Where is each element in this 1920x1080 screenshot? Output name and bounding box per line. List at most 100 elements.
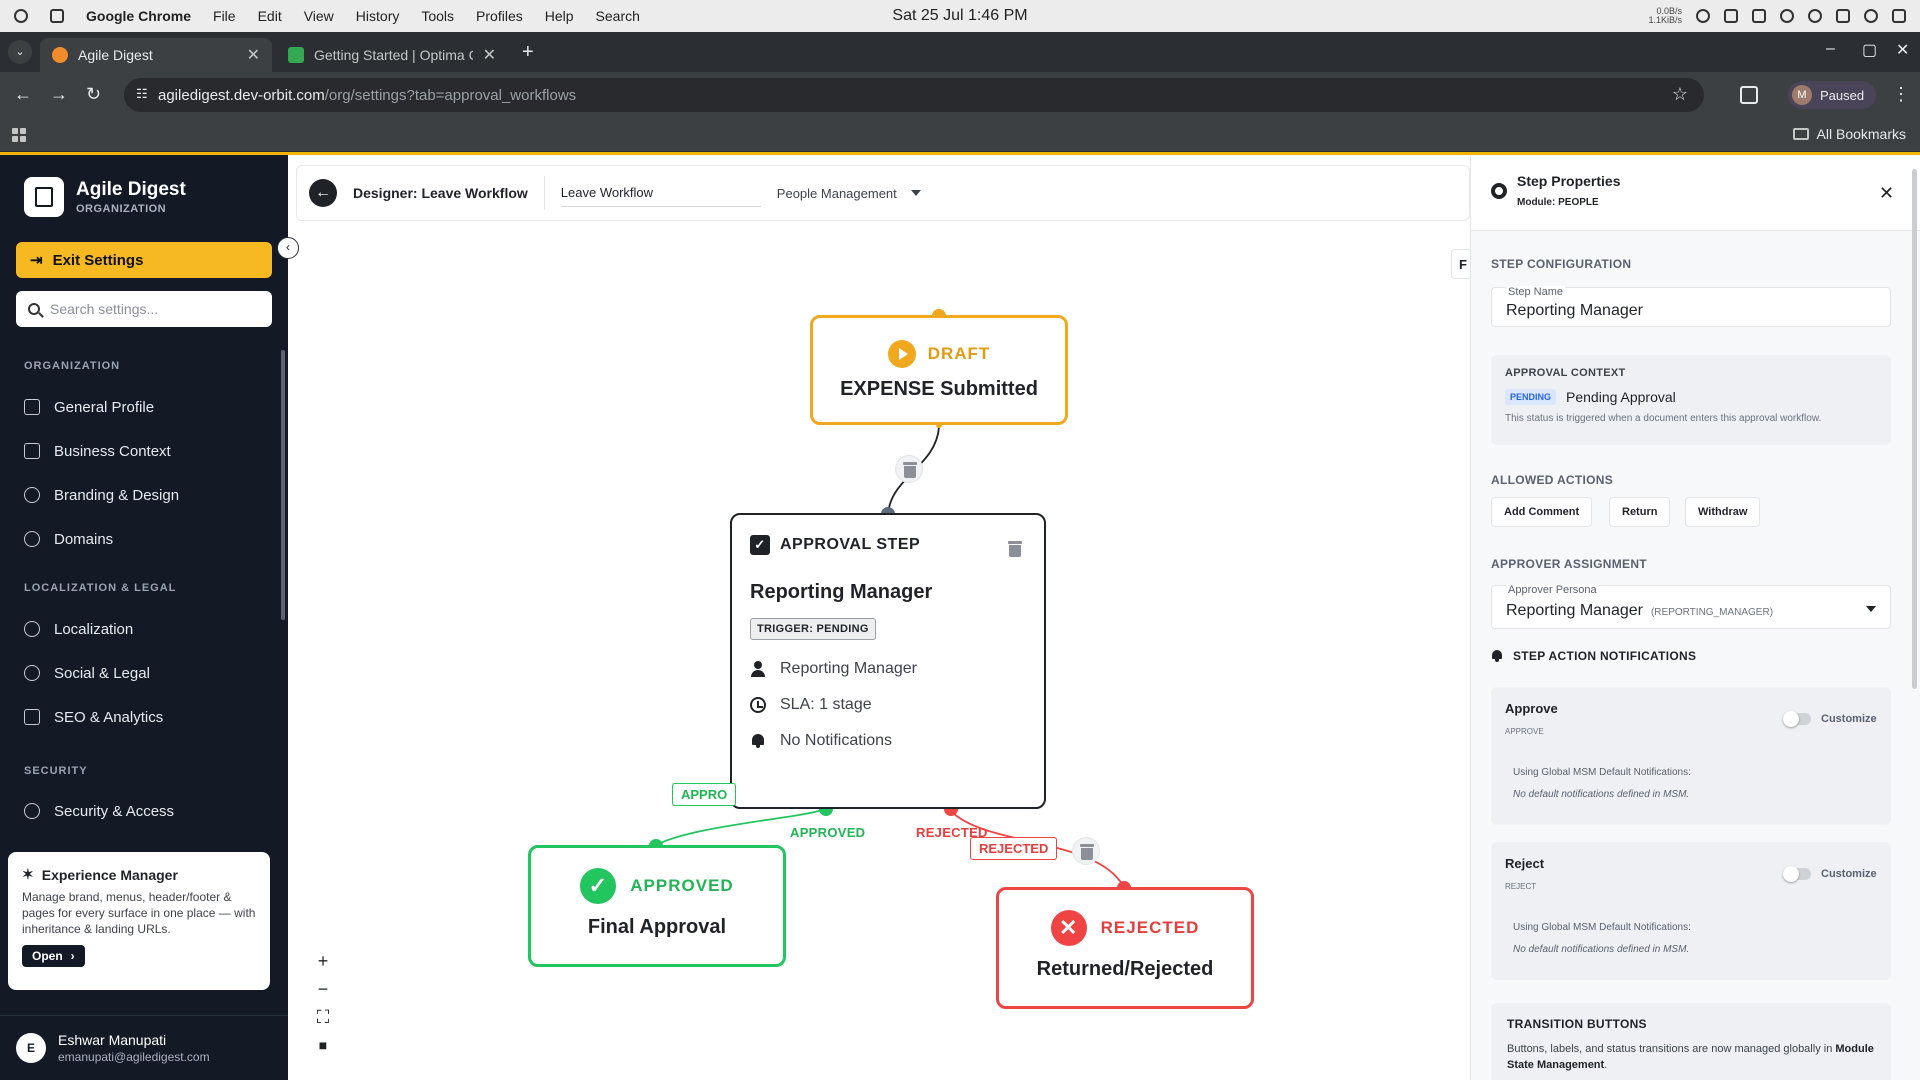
action-withdraw-button[interactable]: Withdraw [1685,497,1761,527]
close-window-icon[interactable]: ✕ [1896,42,1910,59]
activities-icon[interactable] [14,9,28,23]
notification-code: APPROVE [1505,727,1544,736]
zoom-in-button[interactable]: + [317,951,329,971]
close-tab-icon[interactable]: ✕ [482,47,496,64]
notification-name: Approve [1505,701,1558,716]
sparkle-icon: ✶ [22,866,34,882]
browser-tab-getting-started[interactable]: Getting Started | Optima C ✕ [276,38,508,72]
apps-grid-icon[interactable] [12,128,26,142]
window-switcher-icon[interactable] [50,9,64,23]
back-icon[interactable]: ← [14,84,32,104]
panel-header: Step Properties Module: PEOPLE ✕ [1471,155,1920,231]
minimize-icon[interactable]: – [1826,40,1835,57]
section-security: SECURITY [24,765,88,777]
sidebar-item-label: Social & Legal [54,664,150,682]
open-label: Open [32,949,63,963]
wifi-icon[interactable] [1864,9,1878,23]
action-return-button[interactable]: Return [1609,497,1671,527]
sidebar-item-social-legal[interactable]: Social & Legal [24,657,272,689]
sidebar-item-branding-design[interactable]: Branding & Design [24,479,272,511]
transition-title: TRANSITION BUTTONS [1507,1017,1647,1031]
power-icon[interactable] [1696,9,1710,23]
os-menu-tools[interactable]: Tools [421,8,455,24]
close-panel-icon[interactable]: ✕ [1879,183,1895,203]
settings-menu-icon[interactable] [1892,9,1906,23]
settings-search-input[interactable] [50,301,250,317]
sidebar-item-seo-analytics[interactable]: SEO & Analytics [24,701,272,733]
delete-edge-button[interactable] [895,455,923,483]
step-name-field[interactable]: Step Name Reporting Manager [1491,286,1891,327]
brightness-icon[interactable] [1808,9,1822,23]
lock-icon[interactable]: ■ [318,1037,328,1053]
os-menu-help[interactable]: Help [544,8,574,24]
node-approval-step[interactable]: ✓ APPROVAL STEP Reporting Manager TRIGGE… [730,513,1046,809]
sidebar-item-domains[interactable]: Domains [24,523,272,555]
browser-tab-agile-digest[interactable]: Agile Digest ✕ [40,38,272,72]
rejected-edge-chip[interactable]: REJECTED [970,837,1058,860]
panel-scrollbar[interactable] [1912,169,1917,689]
workflow-canvas[interactable]: F DRAFT EXPENSE Submitted ✓ APPROVAL STE… [296,227,1473,1080]
settings-search [16,291,272,327]
sidebar-item-localization[interactable]: Localization [24,613,272,645]
customize-approve-toggle[interactable] [1783,711,1811,727]
chevron-down-icon [1866,606,1876,612]
canvas-toolbar-button[interactable]: F [1451,249,1473,279]
collapse-sidebar-button[interactable]: ‹ [277,237,299,259]
node-draft[interactable]: DRAFT EXPENSE Submitted [810,315,1068,425]
os-menu-file[interactable]: File [213,8,236,24]
sidebar-item-label: SEO & Analytics [54,708,164,726]
workflow-name-input[interactable]: Leave Workflow [560,179,761,207]
approval-step-header-text: APPROVAL STEP [780,536,921,553]
approved-edge-chip[interactable]: APPRO [672,783,737,806]
user-email: emanupati@agiledigest.com [58,1050,210,1064]
node-approved[interactable]: ✓ APPROVED Final Approval [528,845,786,967]
bluetooth-icon[interactable] [1780,9,1794,23]
close-tab-icon[interactable]: ✕ [246,47,260,64]
os-menu-profiles[interactable]: Profiles [476,8,523,24]
sidebar-item-general-profile[interactable]: General Profile [24,391,272,423]
volume-icon[interactable] [1752,9,1766,23]
site-info-icon[interactable]: ☷ [136,86,148,101]
notification-card-reject: Reject REJECT Customize Using Global MSM… [1491,842,1891,980]
os-top-bar: Google Chrome File Edit View History Too… [0,0,1920,32]
os-menu-history[interactable]: History [355,8,400,24]
node-rejected[interactable]: ✕ REJECTED Returned/Rejected [996,887,1254,1009]
fit-view-icon[interactable]: ⛶ [316,1007,330,1027]
extensions-icon[interactable] [1740,86,1758,104]
bookmark-star-icon[interactable]: ☆ [1671,84,1688,104]
all-bookmarks-button[interactable]: All Bookmarks [1792,126,1906,142]
delete-rejected-edge-button[interactable] [1072,837,1100,865]
approver-persona-select[interactable]: Approver Persona Reporting Manager (REPO… [1491,584,1891,629]
notification-icon[interactable] [1836,9,1850,23]
action-add-comment-button[interactable]: Add Comment [1491,497,1593,527]
bell-icon [1491,650,1503,662]
os-menu-edit[interactable]: Edit [257,8,282,24]
exit-settings-button[interactable]: ⇥ Exit Settings [16,242,272,278]
browser-menu-icon[interactable]: ⋮ [1892,84,1910,104]
delete-step-icon[interactable] [1008,541,1022,557]
user-profile[interactable]: E Eshwar Manupati emanupati@agiledigest.… [0,1015,288,1080]
designer-back-button[interactable]: ← [309,179,337,207]
new-tab-icon[interactable]: + [522,41,534,63]
tab-search-icon[interactable]: ⌄ [8,40,32,64]
profile-button[interactable]: M Paused [1788,81,1877,109]
zoom-out-button[interactable]: − [317,979,329,999]
clipboard-icon[interactable] [1724,9,1738,23]
os-menu-search[interactable]: Search [595,8,640,24]
rejected-tag-text: REJECTED [1100,918,1200,937]
forward-icon[interactable]: → [50,84,68,104]
customize-reject-toggle[interactable] [1783,866,1811,882]
url-path: /org/settings?tab=approval_workflows [324,86,577,104]
approval-context-title: APPROVAL CONTEXT [1505,367,1626,379]
sidebar-item-security-access[interactable]: Security & Access [24,795,272,827]
header-divider [543,176,545,210]
maximize-icon[interactable]: ▢ [1862,42,1878,59]
module-select[interactable]: People Management [777,186,921,201]
reload-icon[interactable]: ↻ [86,84,102,104]
os-menu-view[interactable]: View [303,8,334,24]
module-state-management-link[interactable]: Module State Management [1507,1043,1874,1071]
sidebar-scrollbar[interactable] [281,350,285,620]
experience-open-button[interactable]: Open › [22,945,85,967]
sidebar-item-business-context[interactable]: Business Context [24,435,272,467]
address-bar[interactable]: ☷ agiledigest.dev-orbit.com/org/settings… [124,78,1704,112]
